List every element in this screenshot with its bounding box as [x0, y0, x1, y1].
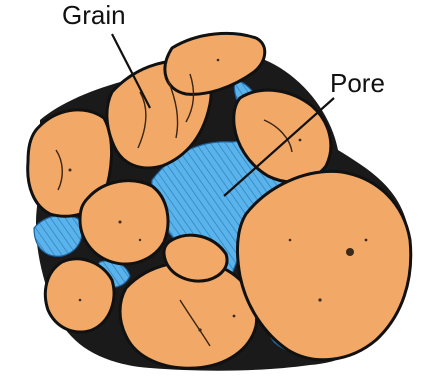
- speck: [289, 239, 292, 242]
- speck: [198, 328, 201, 331]
- speck: [299, 139, 302, 142]
- speck: [365, 239, 368, 242]
- speck: [318, 298, 321, 301]
- speck: [233, 315, 236, 318]
- grain-label: Grain: [62, 0, 126, 30]
- speck: [69, 169, 72, 172]
- grain-middle-left: [80, 181, 168, 264]
- speck: [217, 59, 220, 62]
- speck: [79, 299, 82, 302]
- pore-label: Pore: [330, 68, 385, 98]
- grain-bottom-left: [45, 259, 114, 332]
- speck: [119, 221, 122, 224]
- speck: [139, 239, 141, 241]
- speck: [346, 248, 354, 256]
